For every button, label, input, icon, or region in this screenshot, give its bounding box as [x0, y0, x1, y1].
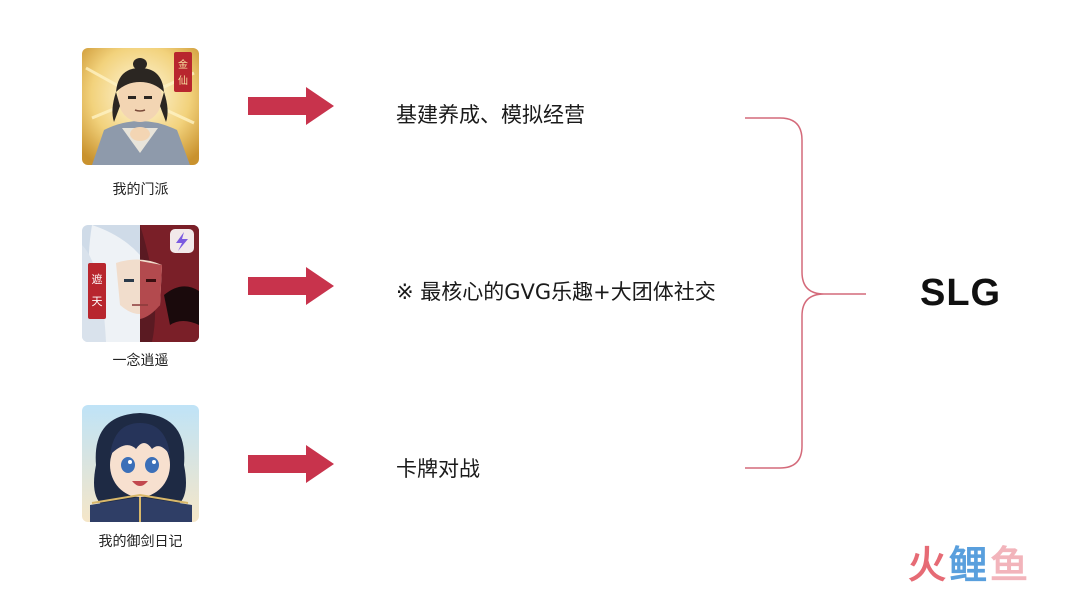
watermark-char: 鱼 [990, 543, 1032, 587]
cultivator-meditating-icon: 金 仙 [82, 48, 199, 165]
arrow-right-icon [248, 87, 334, 125]
game-name-label: 我的门派 [112, 182, 169, 198]
game-name-label: 一念逍遥 [112, 353, 169, 369]
svg-text:遮: 遮 [92, 272, 103, 286]
smiling-girl-with-book-icon [82, 405, 199, 522]
svg-text:金: 金 [178, 58, 188, 71]
svg-text:仙: 仙 [178, 74, 188, 87]
arrow-right-icon [248, 445, 334, 483]
feature-label: 卡牌对战 [396, 457, 480, 481]
watermark-char: 鲤 [949, 543, 991, 587]
watermark-char: 火 [908, 543, 950, 587]
watermark-logo: 火鲤鱼 [908, 534, 1031, 589]
svg-text:天: 天 [92, 295, 103, 308]
game-name-label: 我的御剑日记 [98, 534, 183, 550]
white-haired-swordsman-icon: 遮 天 [82, 225, 199, 342]
feature-label: 基建养成、模拟经营 [396, 103, 585, 127]
genre-label: SLG [920, 272, 1002, 314]
feature-label: ※ 最核心的GVG乐趣+大团体社交 [396, 280, 716, 304]
right-curly-brace-icon [745, 117, 866, 469]
arrow-right-icon [248, 267, 334, 305]
